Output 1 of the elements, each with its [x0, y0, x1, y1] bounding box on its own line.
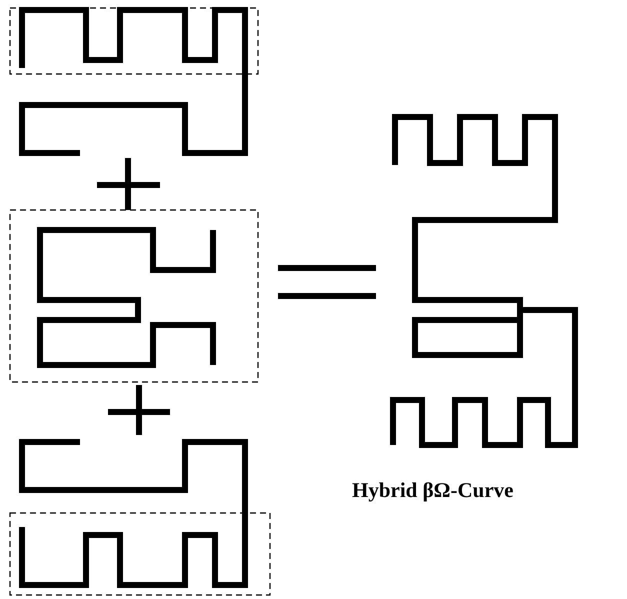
caption: Hybrid βΩ-Curve: [352, 478, 514, 503]
